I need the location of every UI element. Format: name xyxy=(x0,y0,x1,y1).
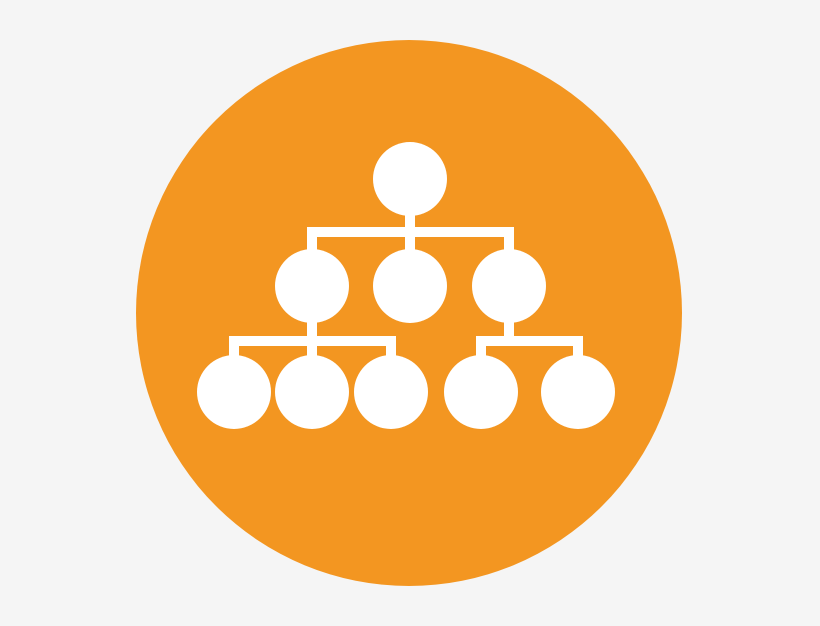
node-level3-4 xyxy=(444,355,518,429)
org-nodes xyxy=(197,142,615,429)
node-level3-2 xyxy=(275,355,349,429)
connector-lines xyxy=(229,205,583,368)
node-level2-right xyxy=(472,249,546,323)
node-level3-5 xyxy=(541,355,615,429)
node-top xyxy=(373,142,447,216)
node-level2-mid xyxy=(373,249,447,323)
node-level3-1 xyxy=(197,355,271,429)
node-level2-left xyxy=(275,249,349,323)
node-level3-3 xyxy=(354,355,428,429)
